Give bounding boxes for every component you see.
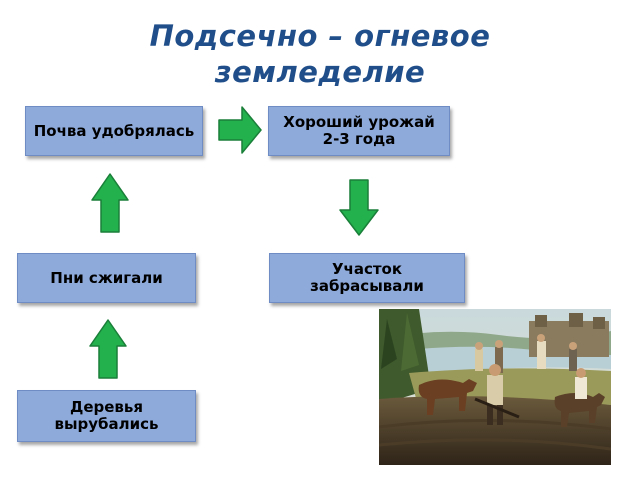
title-line-2: земледелие — [214, 55, 426, 89]
arrow-up-stumps-icon — [91, 173, 129, 233]
arrow-down-icon — [339, 179, 379, 236]
box-stumps-burned: Пни сжигали — [17, 253, 196, 303]
plowing-illustration — [379, 309, 611, 465]
arrow-right-icon — [218, 106, 262, 154]
box-soil-fertilized: Почва удобрялась — [25, 106, 203, 156]
box-good-harvest: Хороший урожай 2-3 года — [268, 106, 450, 156]
box-trees-cut: Деревья вырубались — [17, 390, 196, 442]
box-plot-abandoned: Участок забрасывали — [269, 253, 465, 303]
slide-title: Подсечно – огневое земледелие — [0, 18, 640, 90]
title-line-1: Подсечно – огневое — [149, 19, 491, 53]
arrow-up-trees-icon — [89, 319, 127, 379]
